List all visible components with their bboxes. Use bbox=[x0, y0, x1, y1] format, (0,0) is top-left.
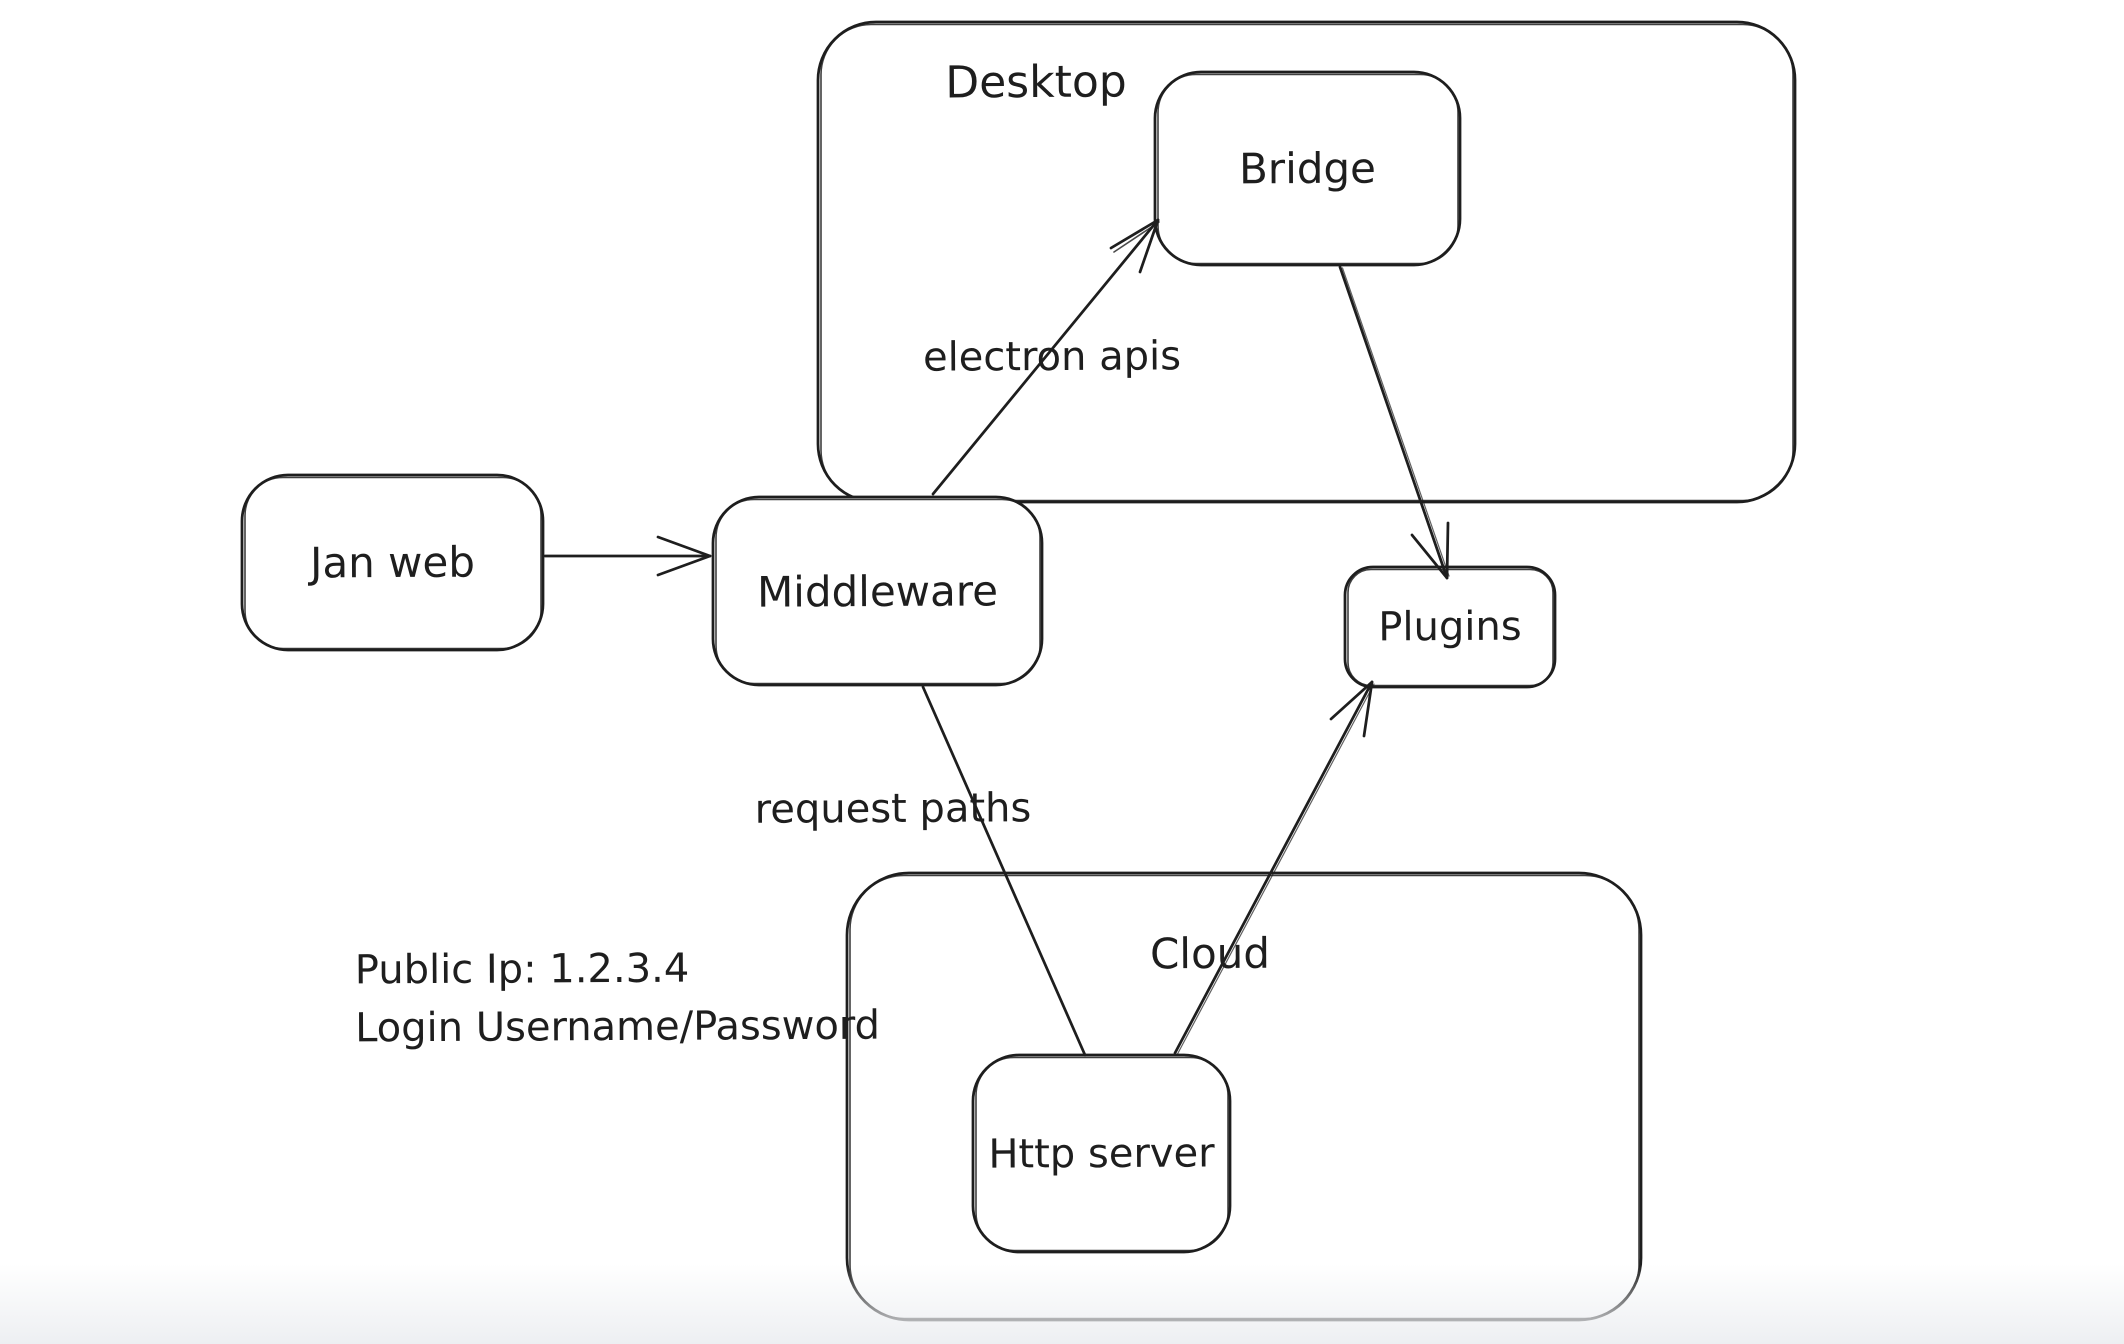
edge-label-electron-apis[interactable]: electron apis bbox=[922, 333, 1182, 381]
middleware-node-shape[interactable] bbox=[713, 497, 1042, 685]
plugins-node-label[interactable]: Plugins bbox=[1378, 603, 1522, 651]
public-ip-text[interactable]: Public Ip: 1.2.3.4 bbox=[354, 945, 690, 994]
jan-web-node-label[interactable]: Jan web bbox=[309, 537, 476, 588]
desktop-container-label[interactable]: Desktop bbox=[945, 56, 1127, 108]
plugins-node-shape[interactable] bbox=[1345, 567, 1555, 687]
bridge-node-shape[interactable] bbox=[1155, 72, 1460, 265]
arrow-jan-web-to-middleware[interactable] bbox=[545, 537, 710, 575]
arrow-http-server-to-plugins[interactable] bbox=[1175, 682, 1374, 1054]
login-text[interactable]: Login Username/Password bbox=[355, 1002, 881, 1052]
cloud-container-label[interactable]: Cloud bbox=[1149, 928, 1271, 978]
http-server-node-shape[interactable] bbox=[973, 1055, 1230, 1252]
arrow-bridge-to-plugins[interactable] bbox=[1340, 267, 1449, 578]
edge-label-request-paths[interactable]: request paths bbox=[754, 785, 1032, 833]
jan-web-node-shape[interactable] bbox=[242, 475, 543, 650]
bridge-node-label[interactable]: Bridge bbox=[1238, 143, 1377, 194]
middleware-node-label[interactable]: Middleware bbox=[756, 565, 999, 617]
arrow-middleware-to-bridge[interactable] bbox=[933, 220, 1159, 494]
http-server-node-label[interactable]: Http server bbox=[988, 1129, 1215, 1178]
line-middleware-to-http-server[interactable] bbox=[923, 687, 1085, 1055]
credentials-annotation[interactable]: Public Ip: 1.2.3.4 Login Username/Passwo… bbox=[355, 939, 880, 1058]
